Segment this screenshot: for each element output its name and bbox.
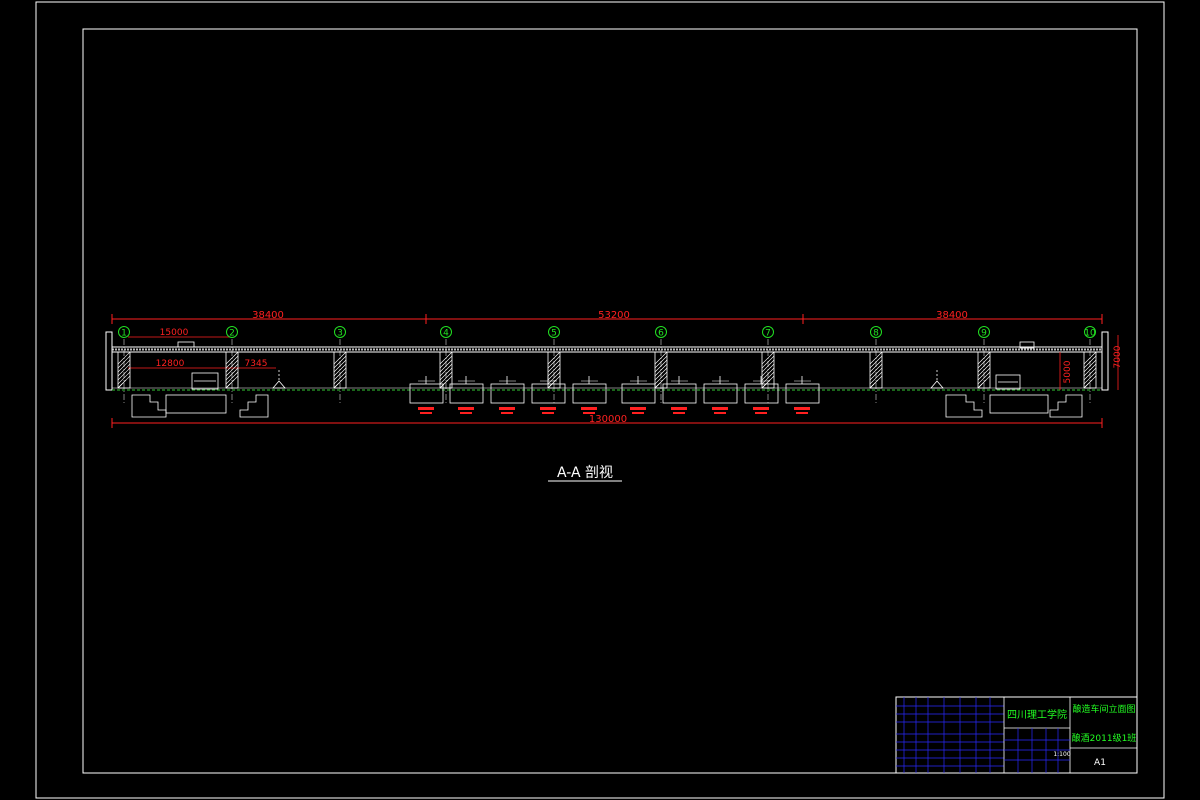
axis-bubble-6 xyxy=(655,326,667,338)
right-pit-detail xyxy=(945,341,1083,418)
axis-label-5: 5 xyxy=(551,329,557,339)
title-block: 四川理工学院 酿造车间立面图 酿酒2011级1班 1:100 A1 xyxy=(895,696,1138,774)
column-6 xyxy=(654,351,668,389)
end-wall-left xyxy=(105,331,113,391)
title-block-class-name: 酿酒2011级1班 xyxy=(1072,732,1137,744)
equipment-unit xyxy=(744,376,779,414)
end-wall-right xyxy=(1101,331,1109,391)
left-roof-vent xyxy=(177,341,195,348)
dim-bay-left: 38400 xyxy=(252,310,284,321)
title-block-drawing-name: 酿造车间立面图 xyxy=(1072,703,1135,715)
axis-bubble-2 xyxy=(226,326,238,338)
column-8 xyxy=(869,351,883,389)
equipment-unit xyxy=(409,376,444,414)
axis-label-4: 4 xyxy=(443,329,449,339)
equipment-unit xyxy=(662,376,697,414)
axis-bubble-1 xyxy=(118,326,130,338)
sheet-outer-border xyxy=(35,1,1165,799)
equipment-unit xyxy=(785,376,820,414)
column-5 xyxy=(547,351,561,389)
axis-bubble-9 xyxy=(978,326,990,338)
column-7 xyxy=(761,351,775,389)
column-9 xyxy=(977,351,991,389)
column-3 xyxy=(333,351,347,389)
axis-label-10: 10 xyxy=(1084,329,1096,339)
axis-bubble-8 xyxy=(870,326,882,338)
column-axis-bubbles: 1 2 3 4 5 6 7 8 9 10 xyxy=(118,326,1096,405)
axis-label-7: 7 xyxy=(765,329,771,339)
column-4 xyxy=(439,351,453,389)
axis-bubble-10 xyxy=(1084,326,1096,338)
dim-left-span-a: 15000 xyxy=(160,328,189,338)
dim-right-height-outer: 7000 xyxy=(1113,345,1123,368)
level-markers xyxy=(272,370,944,389)
axis-label-2: 2 xyxy=(229,329,235,339)
axis-label-8: 8 xyxy=(873,329,879,339)
column-2 xyxy=(225,351,239,389)
equipment-unit xyxy=(703,376,738,414)
title-block-sheet-size: A1 xyxy=(1094,758,1106,768)
column-1 xyxy=(117,351,131,389)
columns xyxy=(117,351,1097,389)
dim-left-span-b: 12800 xyxy=(156,359,185,369)
axis-bubble-7 xyxy=(762,326,774,338)
dim-left-span-c: 7345 xyxy=(245,359,268,369)
left-pit-detail xyxy=(131,372,269,418)
title-block-school: 四川理工学院 xyxy=(1007,708,1067,721)
equipment-unit xyxy=(621,376,656,414)
section-elevation: 38400 53200 38400 130000 15000 12800 734… xyxy=(105,310,1123,428)
axis-label-9: 9 xyxy=(981,329,987,339)
axis-label-1: 1 xyxy=(121,329,127,339)
dim-overall: 130000 xyxy=(589,414,627,425)
equipment-unit xyxy=(449,376,484,414)
axis-label-3: 3 xyxy=(337,329,343,339)
axis-bubble-3 xyxy=(334,326,346,338)
dim-bay-right: 38400 xyxy=(936,310,968,321)
title-block-grid xyxy=(896,697,1137,773)
dim-bay-middle: 53200 xyxy=(598,310,630,321)
axis-bubble-4 xyxy=(440,326,452,338)
title-block-scale: 1:100 xyxy=(1053,751,1070,758)
section-view-title: A-A 剖视 xyxy=(557,465,613,481)
column-10 xyxy=(1083,351,1097,389)
equipment-row xyxy=(409,376,820,414)
axis-bubble-5 xyxy=(548,326,560,338)
equipment-unit xyxy=(572,376,607,414)
drawing-frame xyxy=(82,28,1138,774)
equipment-unit xyxy=(490,376,525,414)
axis-label-6: 6 xyxy=(658,329,664,339)
equipment-unit xyxy=(531,376,566,414)
dim-right-height-inner: 5000 xyxy=(1063,360,1073,383)
title-block-border xyxy=(895,696,1138,774)
